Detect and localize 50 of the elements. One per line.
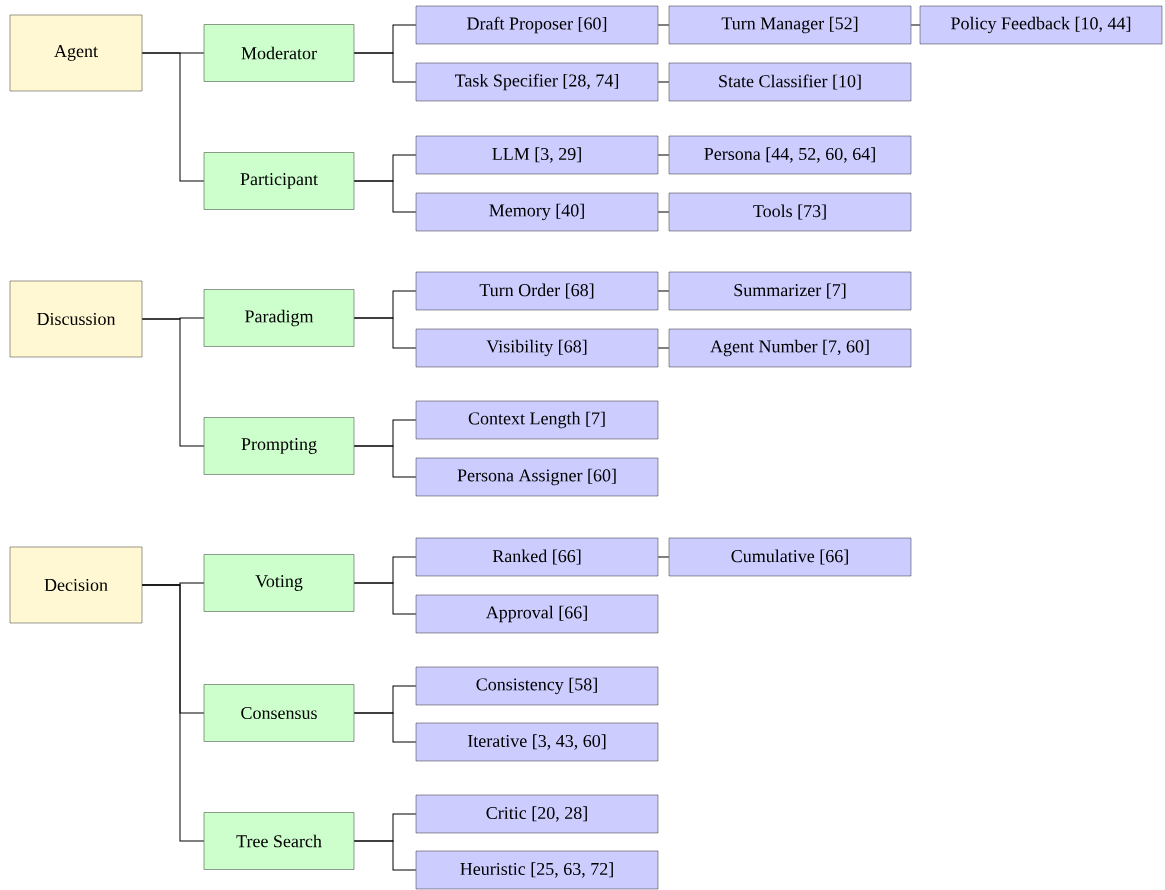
- component-box: Persona Assigner [60]: [415, 457, 659, 497]
- connector-line: [657, 290, 670, 292]
- subcategory-box: Moderator: [203, 24, 355, 82]
- component-box: Persona [44, 52, 60, 64]: [668, 135, 912, 175]
- category-box: Agent: [9, 14, 143, 92]
- component-box: Critic [20, 28]: [415, 794, 659, 834]
- subcategory-box: Paradigm: [203, 289, 355, 347]
- connector-line: [353, 317, 417, 349]
- connector-line: [141, 52, 205, 182]
- connector-line: [353, 582, 417, 615]
- connector-line: [353, 180, 417, 213]
- subcategory-box: Voting: [203, 554, 355, 612]
- connector-line: [657, 24, 670, 26]
- component-box: LLM [3, 29]: [415, 135, 659, 175]
- component-box: State Classifier [10]: [668, 62, 912, 102]
- subcategory-box: Participant: [203, 152, 355, 210]
- connector-line: [657, 154, 670, 156]
- component-box: Memory [40]: [415, 192, 659, 232]
- connector-line: [657, 211, 670, 213]
- component-box: Visibility [68]: [415, 328, 659, 368]
- component-box: Approval [66]: [415, 594, 659, 634]
- connector-line: [353, 712, 417, 743]
- connector-line: [353, 445, 417, 478]
- connector-line: [353, 840, 417, 871]
- connector-line: [657, 81, 670, 83]
- component-box: Turn Order [68]: [415, 271, 659, 311]
- component-box: Task Specifier [28, 74]: [415, 62, 659, 102]
- component-box: Consistency [58]: [415, 666, 659, 706]
- category-box: Decision: [9, 546, 143, 624]
- connector-line: [657, 556, 670, 558]
- subcategory-box: Prompting: [203, 417, 355, 475]
- component-box: Heuristic [25, 63, 72]: [415, 850, 659, 890]
- component-box: Tools [73]: [668, 192, 912, 232]
- component-box: Context Length [7]: [415, 400, 659, 440]
- component-box: Agent Number [7, 60]: [668, 328, 912, 368]
- connector-line: [141, 318, 205, 447]
- component-box: Summarizer [7]: [668, 271, 912, 311]
- subcategory-box: Tree Search: [203, 812, 355, 870]
- connector-line: [657, 347, 670, 349]
- component-box: Ranked [66]: [415, 537, 659, 577]
- connector-line: [141, 584, 205, 842]
- connector-line: [910, 24, 921, 26]
- connector-line: [353, 52, 417, 83]
- subcategory-box: Consensus: [203, 684, 355, 742]
- component-box: Turn Manager [52]: [668, 5, 912, 45]
- component-box: Draft Proposer [60]: [415, 5, 659, 45]
- component-box: Iterative [3, 43, 60]: [415, 722, 659, 762]
- category-box: Discussion: [9, 280, 143, 358]
- component-box: Cumulative [66]: [668, 537, 912, 577]
- component-box: Policy Feedback [10, 44]: [919, 5, 1163, 45]
